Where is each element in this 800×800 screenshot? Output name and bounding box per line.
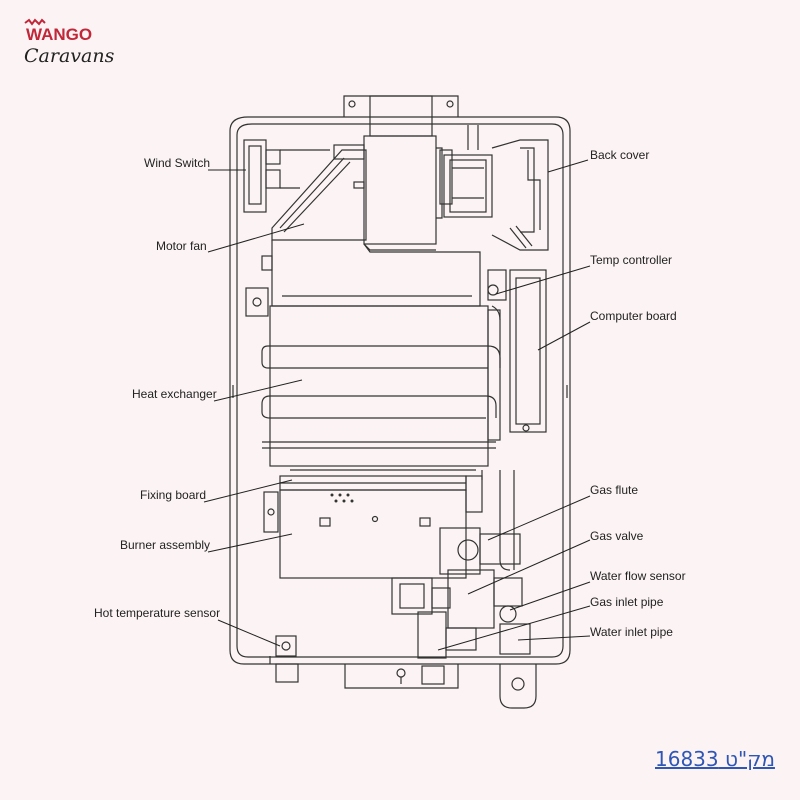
crown-icon xyxy=(24,18,46,26)
label-gas-flute: Gas flute xyxy=(590,483,638,497)
motor-fan xyxy=(271,144,367,241)
burner-holes xyxy=(330,493,354,503)
logo-caravans-text: Caravans xyxy=(24,45,115,67)
blower-housing xyxy=(363,95,549,251)
upper-chamber xyxy=(245,240,481,317)
label-heat-exchanger: Heat exchanger xyxy=(132,387,217,401)
gas-valve-assembly xyxy=(391,527,537,709)
hot-temperature-sensor xyxy=(269,635,299,683)
label-water-inlet-pipe: Water inlet pipe xyxy=(590,625,673,639)
fixing-board xyxy=(263,475,483,533)
wango-caravans-logo: WANGO Caravans xyxy=(24,18,115,67)
label-motor-fan: Motor fan xyxy=(156,239,207,253)
label-wind-switch: Wind Switch xyxy=(144,156,210,170)
product-sku[interactable]: מק"ט 16833 xyxy=(655,747,775,771)
burner-assembly xyxy=(279,489,467,579)
label-gas-inlet-pipe: Gas inlet pipe xyxy=(590,595,664,609)
label-back-cover: Back cover xyxy=(590,148,649,162)
label-computer-board: Computer board xyxy=(590,309,677,323)
label-hot-temperature-sensor: Hot temperature sensor xyxy=(94,606,220,620)
wind-switch xyxy=(243,139,330,213)
label-temp-controller: Temp controller xyxy=(590,253,672,267)
label-burner-assembly: Burner assembly xyxy=(120,538,210,552)
label-water-flow-sensor: Water flow sensor xyxy=(590,569,686,583)
label-gas-valve: Gas valve xyxy=(590,529,644,543)
logo-wango-text: WANGO xyxy=(26,25,92,44)
leader-lines xyxy=(203,159,591,651)
label-fixing-board: Fixing board xyxy=(140,488,206,502)
housing xyxy=(229,95,571,689)
computer-board xyxy=(499,269,547,571)
heat-exchanger xyxy=(261,269,507,480)
